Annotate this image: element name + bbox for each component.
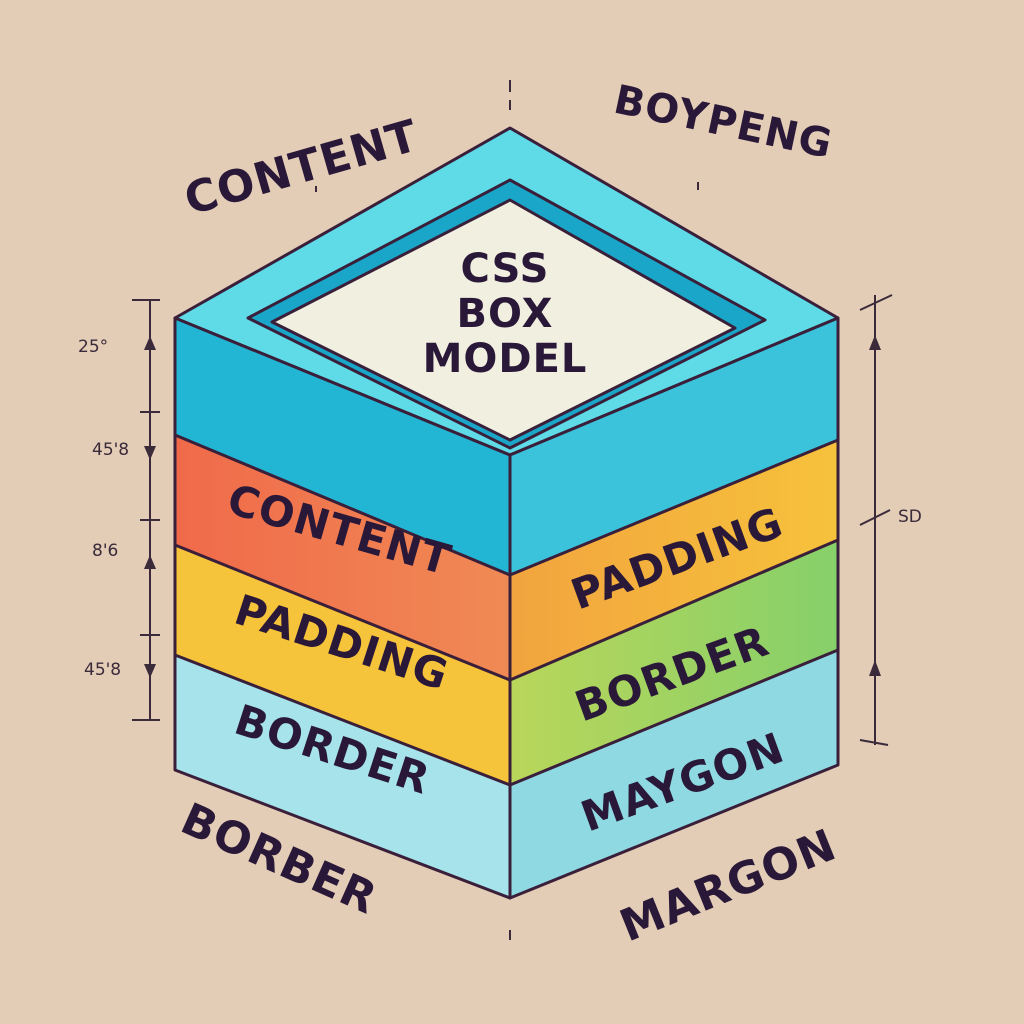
outer-label-top-right: BOYPENG [610,77,837,168]
right-dimension-line [859,294,893,746]
title-line-2: BOX [457,291,554,337]
inner-content-panel [270,198,737,442]
top-frame-right-face [508,316,840,577]
diagram-title: CSS BOX MODEL [423,246,588,382]
title-line-1: CSS [461,246,550,292]
title-line-3: MODEL [423,336,588,382]
measure-label-1: 25° [78,337,108,357]
measure-label-2: 45'8 [92,440,129,460]
left-arrows [144,336,156,678]
top-frame [173,126,840,577]
tick-marks [315,80,699,940]
measure-label-3: 8'6 [92,541,118,561]
right-arrows [869,335,881,676]
measure-label-4: 45'8 [84,660,121,680]
left-dimension-line [132,299,160,721]
measure-label-right: SD [898,507,922,527]
